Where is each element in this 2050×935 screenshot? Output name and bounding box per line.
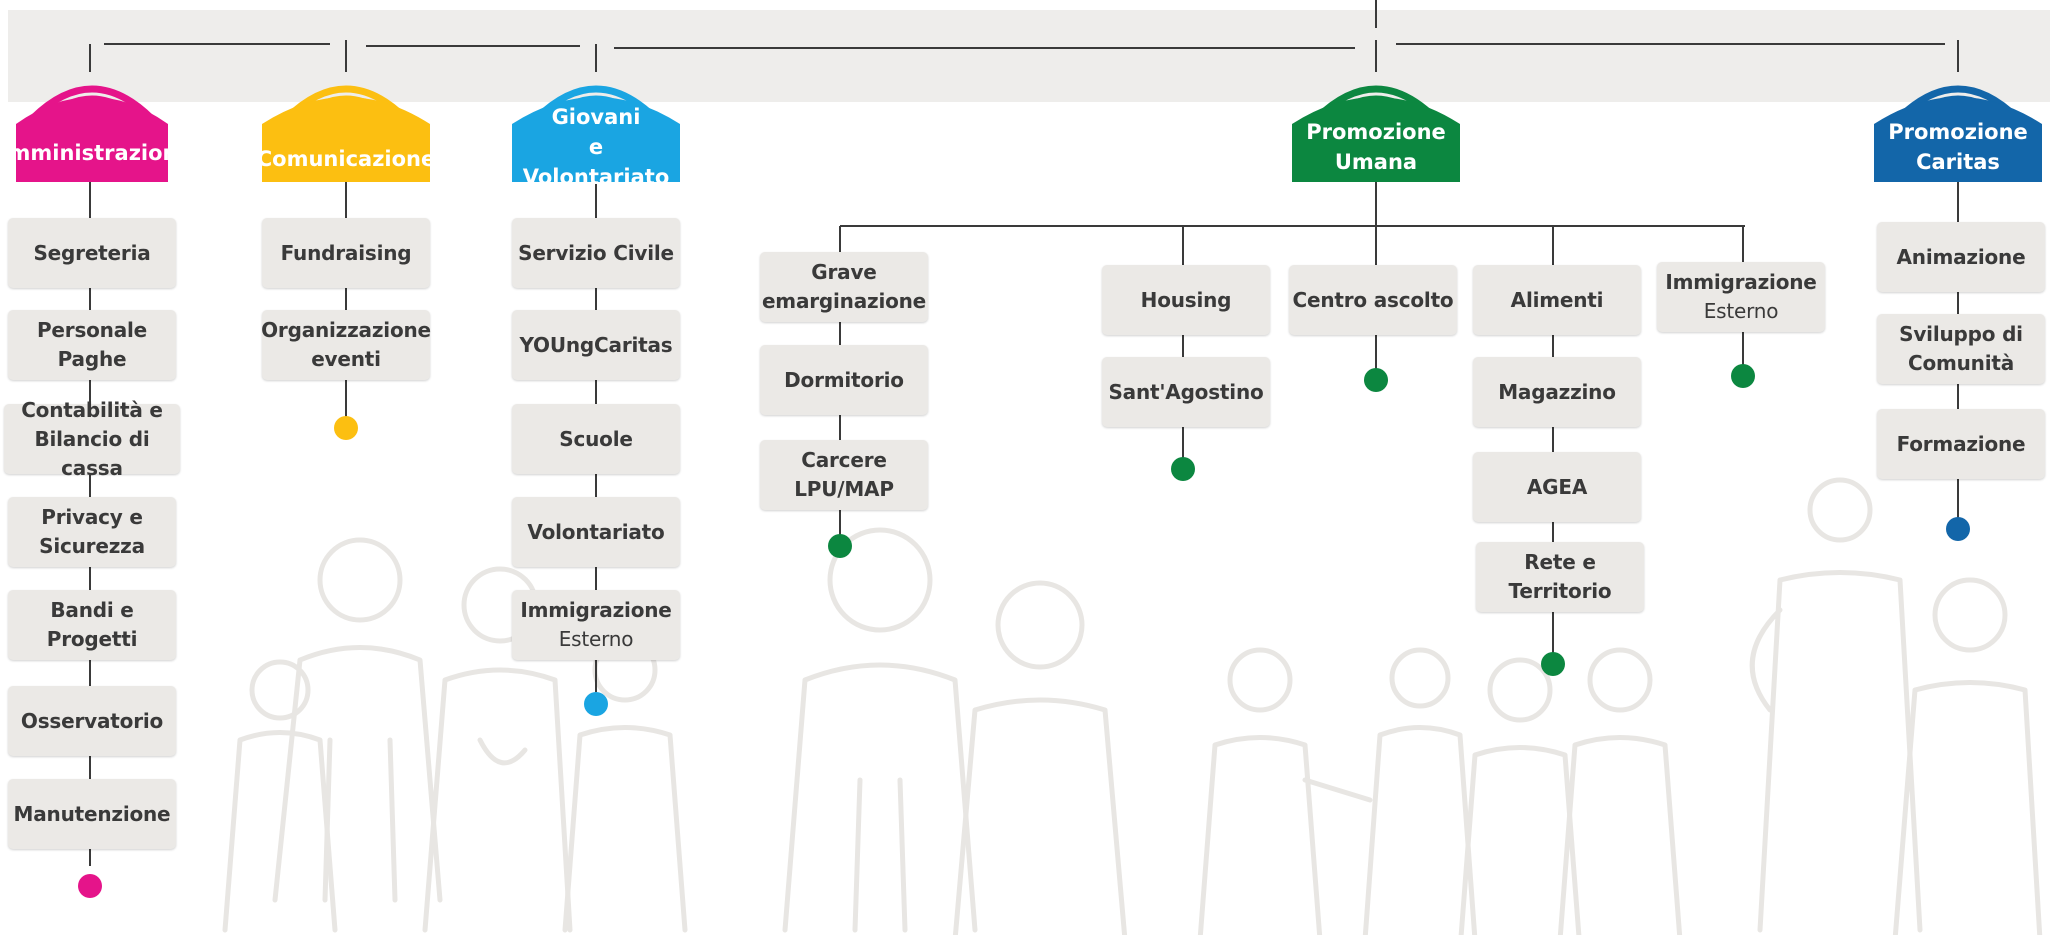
arch-icon <box>1874 85 2042 182</box>
unit-box: YOUngCaritas <box>512 310 680 380</box>
end-dot-immigrazione <box>1731 364 1755 388</box>
unit-box: AGEA <box>1473 452 1641 522</box>
unit-box-subtitle: Esterno <box>1703 299 1779 323</box>
header-giovani-label: Giovani e Volontariato <box>522 105 670 189</box>
unit-box: Grave emarginazione <box>760 252 928 322</box>
header-promozione-caritas: Promozione Caritas <box>1874 72 2042 182</box>
end-dot-amministrazione <box>78 874 102 898</box>
header-amministrazione: Amministrazione <box>0 72 192 182</box>
unit-box: Immigrazione Esterno <box>512 590 680 660</box>
arch-icon <box>1292 85 1460 182</box>
unit-box: Privacy e Sicurezza <box>8 497 176 567</box>
unit-box: Centro ascolto <box>1289 265 1457 335</box>
unit-box: Bandi e Progetti <box>8 590 176 660</box>
unit-box: Fundraising <box>262 218 430 288</box>
header-promozione-umana-label: Promozione Umana <box>1306 120 1446 174</box>
unit-box: Organizzazione eventi <box>261 310 431 380</box>
end-dot-promozione-caritas <box>1946 517 1970 541</box>
unit-box: Manutenzione <box>8 779 176 849</box>
arch-icon <box>262 85 430 182</box>
unit-box: Contabilità e Bilancio di cassa <box>4 398 180 480</box>
unit-box: Alimenti <box>1473 265 1641 335</box>
header-comunicazione-label: Comunicazione <box>256 147 436 171</box>
header-comunicazione: Comunicazione <box>256 72 436 182</box>
unit-box: Volontariato <box>512 497 680 567</box>
end-dot-alimenti <box>1541 652 1565 676</box>
unit-box: Sant'Agostino <box>1102 357 1270 427</box>
end-dot-centro-ascolto <box>1364 368 1388 392</box>
unit-box: Housing <box>1102 265 1270 335</box>
unit-box: Scuole <box>512 404 680 474</box>
arch-icon <box>512 85 680 182</box>
end-dot-grave <box>828 534 852 558</box>
unit-box: Rete e Territorio <box>1476 542 1644 612</box>
unit-box: Servizio Civile <box>512 218 680 288</box>
unit-box: Dormitorio <box>760 345 928 415</box>
unit-box-title: Immigrazione <box>520 598 672 622</box>
arch-icon <box>16 85 168 182</box>
unit-box: Sviluppo di Comunità <box>1877 314 2045 384</box>
unit-box: Osservatorio <box>8 686 176 756</box>
header-promozione-caritas-label: Promozione Caritas <box>1888 120 2028 174</box>
unit-box-title: Immigrazione <box>1665 270 1817 294</box>
header-promozione-umana: Promozione Umana <box>1292 72 1460 182</box>
unit-box: Segreteria <box>8 218 176 288</box>
header-giovani: Giovani e Volontariato <box>512 72 680 189</box>
unit-box: Personale Paghe <box>8 310 176 380</box>
unit-box-subtitle: Esterno <box>558 627 634 651</box>
unit-box: Magazzino <box>1473 357 1641 427</box>
unit-box: Carcere LPU/MAP <box>760 440 928 510</box>
unit-box: Immigrazione Esterno <box>1657 262 1825 332</box>
end-dot-housing <box>1171 457 1195 481</box>
unit-box: Animazione <box>1877 222 2045 292</box>
end-dot-giovani <box>584 692 608 716</box>
header-amministrazione-label: Amministrazione <box>0 141 192 165</box>
end-dot-comunicazione <box>334 416 358 440</box>
unit-box: Formazione <box>1877 409 2045 479</box>
